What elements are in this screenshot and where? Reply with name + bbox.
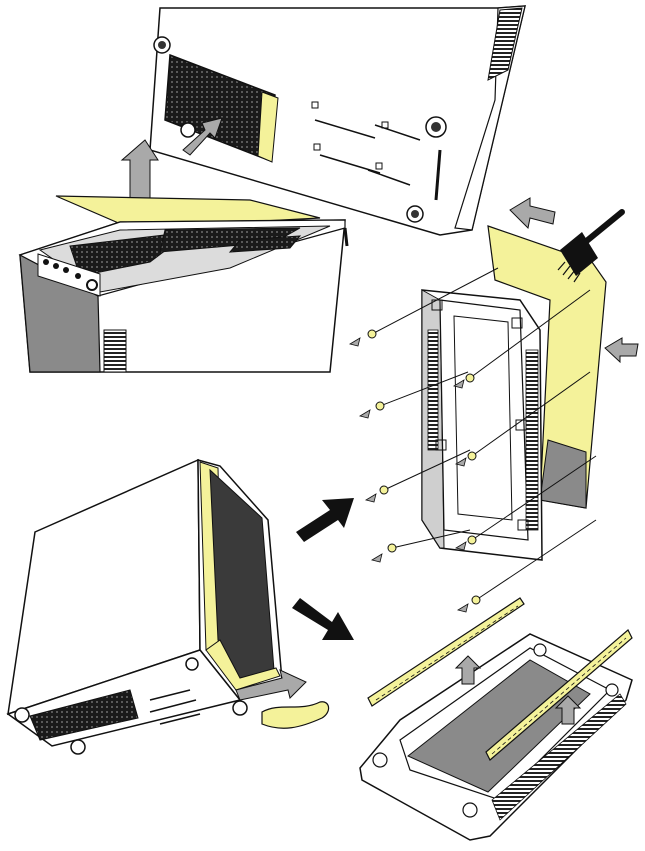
lift-arrow-icon: [120, 139, 159, 204]
lift-arrow-icon: [509, 197, 556, 230]
lift-arrow-icon: [554, 695, 582, 725]
lift-arrow-icon: [454, 655, 482, 685]
dust-filter-icon: [55, 195, 321, 229]
case-icon: [6, 458, 283, 755]
case-underside-icon: [149, 5, 526, 236]
slide-arrow-icon: [182, 117, 223, 156]
panel-front-filter: [348, 197, 639, 613]
panel-top-filter: [18, 5, 526, 373]
panel-bottom-rails: [359, 597, 633, 841]
brush-icon: [557, 209, 625, 283]
push-arrow-icon: [604, 337, 639, 364]
front-bezel-icon: [421, 289, 543, 561]
screw-icon: [348, 267, 597, 613]
hand-icon: [261, 701, 330, 729]
next-step-arrow-lower: [292, 598, 354, 640]
panel-side-filter: [6, 458, 330, 755]
case-top-icon: [18, 219, 349, 373]
pull-arrow-icon: [235, 669, 307, 701]
filter-rail-icon: [485, 629, 633, 761]
next-step-arrow-upper: [296, 498, 354, 542]
